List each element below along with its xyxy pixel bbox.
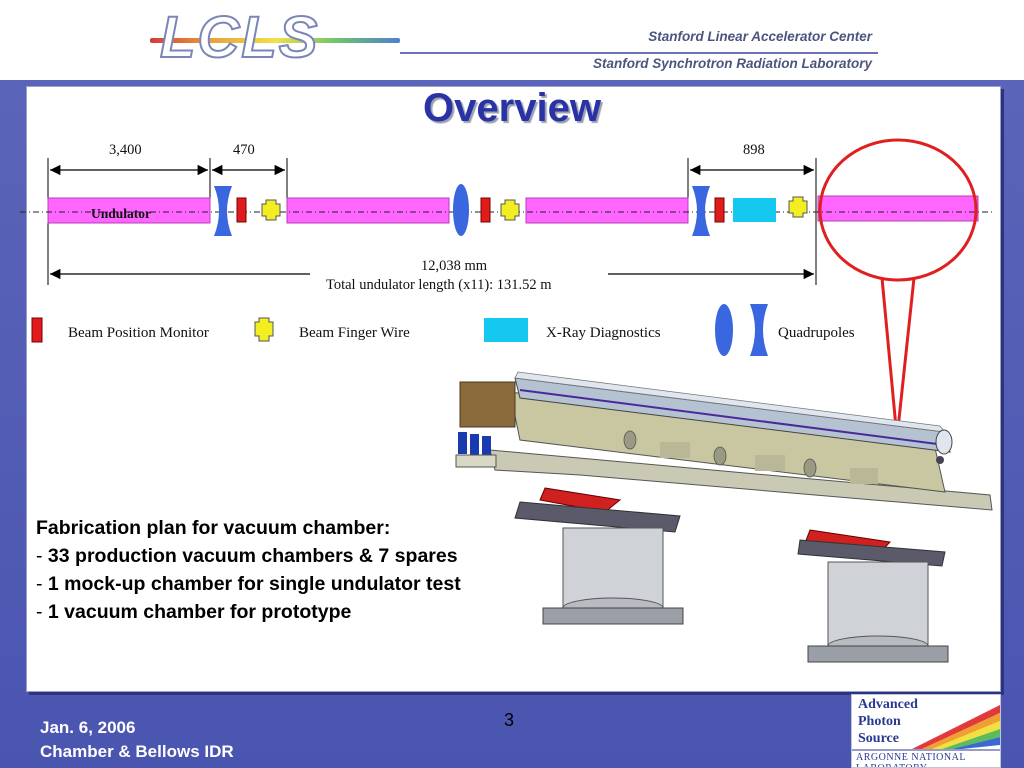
aps-line-3: Source <box>858 731 899 746</box>
header-divider <box>400 52 878 54</box>
aps-line-1: Advanced <box>858 697 918 712</box>
undulator-segment-4 <box>817 195 979 222</box>
footer-date: Jan. 6, 2006 <box>40 718 136 737</box>
legend-bfw-label: Beam Finger Wire <box>299 325 410 341</box>
footer-info: Jan. 6, 2006 Chamber & Bellows IDR <box>40 716 234 764</box>
legend-quad-lens-icon <box>715 304 733 356</box>
bpm-3 <box>714 197 725 223</box>
legend-bpm-icon <box>31 317 43 343</box>
org-line-2: Stanford Synchrotron Radiation Laborator… <box>592 56 872 71</box>
bfw-3 <box>788 196 808 218</box>
legend-xray-label: X-Ray Diagnostics <box>546 325 661 341</box>
legend-xray-icon <box>484 318 528 342</box>
undulator-segment-3 <box>525 197 689 224</box>
highlight-ellipse <box>818 138 978 282</box>
dim-label-total-length: Total undulator length (x11): 131.52 m <box>326 277 552 293</box>
footer-event: Chamber & Bellows IDR <box>40 742 234 761</box>
bpm-markers <box>236 197 725 223</box>
fabrication-item: - 1 vacuum chamber for prototype <box>36 601 352 623</box>
undulator-3d-model <box>455 371 993 663</box>
page-number: 3 <box>504 710 515 730</box>
bpm-2 <box>480 197 491 223</box>
dim-label-3400: 3,400 <box>109 142 142 158</box>
org-line-1: Stanford Linear Accelerator Center <box>648 29 872 44</box>
logo-stripe <box>150 38 400 43</box>
header: LCLS Stanford Linear Accelerator Center … <box>0 0 1024 80</box>
legend-bpm-label: Beam Position Monitor <box>68 325 209 341</box>
fabrication-item: - 1 mock-up chamber for single undulator… <box>36 573 461 595</box>
lcls-logo: LCLS <box>159 5 320 71</box>
undulator-segment-1 <box>47 197 211 224</box>
quadrupole-lens <box>453 184 469 236</box>
fabrication-item: - 33 production vacuum chambers & 7 spar… <box>36 545 458 567</box>
undulator-segments <box>47 195 979 224</box>
dimension-arrows <box>50 164 814 280</box>
fabrication-heading: Fabrication plan for vacuum chamber: <box>36 517 391 539</box>
aps-logo: Advanced Photon Source ARGONNE NATIONAL … <box>851 694 1001 768</box>
legend-quad-icon <box>750 304 768 356</box>
xray-diagnostic <box>733 198 776 222</box>
dim-label-898: 898 <box>743 142 765 158</box>
dim-label-470: 470 <box>233 142 255 158</box>
aps-rainbow-icon <box>852 705 1000 767</box>
legend-bfw-icon <box>254 317 274 342</box>
bfw-1 <box>261 199 281 221</box>
aps-line-4: ARGONNE NATIONAL LABORATORY <box>856 752 966 767</box>
fabrication-plan: Fabrication plan for vacuum chamber: - 3… <box>36 514 461 626</box>
dim-label-total: 12,038 mm <box>421 258 488 274</box>
quadrupole-2 <box>692 186 710 236</box>
undulator-segment-2 <box>286 197 450 224</box>
quadrupole-1 <box>214 186 232 236</box>
undulator-label: Undulator <box>91 206 152 221</box>
bfw-2 <box>500 199 520 221</box>
bpm-1 <box>236 197 247 223</box>
bfw-markers <box>261 196 808 221</box>
slide-title: Overview <box>423 86 601 130</box>
highlight-callout <box>880 277 916 439</box>
legend-quad-label: Quadrupoles <box>778 325 855 341</box>
aps-line-2: Photon <box>858 714 901 729</box>
